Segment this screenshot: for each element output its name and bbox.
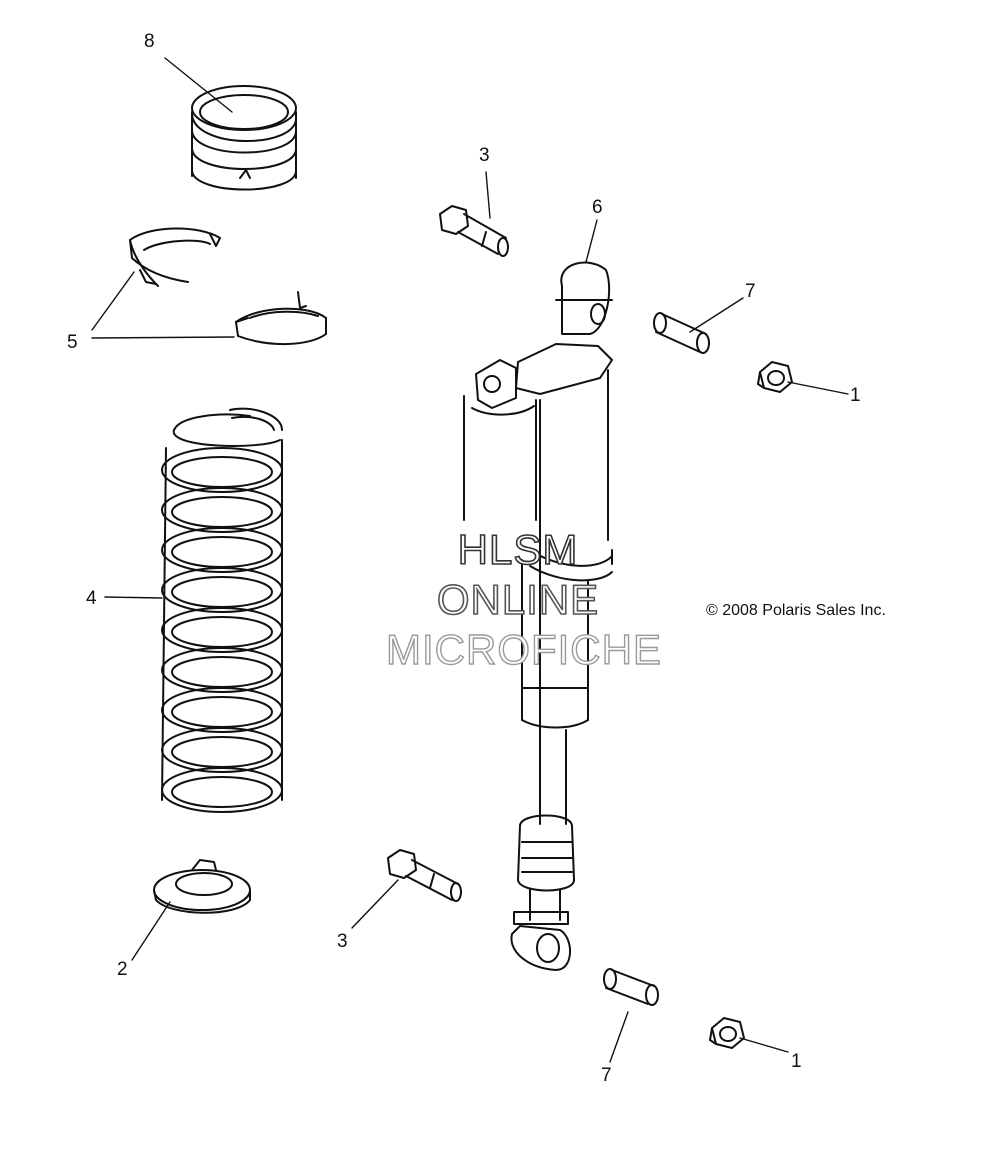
spring-coil-inner — [171, 736, 273, 768]
callout-1-lower: 1 — [791, 1051, 802, 1072]
spring-coil-outer — [161, 767, 283, 813]
spring-coil-outer — [161, 447, 283, 493]
spring-coil-inner — [171, 536, 273, 568]
spring-seat-part-2 — [153, 859, 251, 914]
callout-6: 6 — [592, 197, 603, 218]
callout-5: 5 — [67, 332, 78, 353]
nut-lower-part-1 — [709, 1017, 745, 1049]
spring-coil-outer — [161, 567, 283, 613]
spring-coil-inner — [171, 576, 273, 608]
spring-coil-outer — [161, 727, 283, 773]
spring-coil-outer — [161, 647, 283, 693]
shock-absorber-part-6 — [463, 261, 613, 971]
spring-coil-outer — [161, 607, 283, 653]
callout-2: 2 — [117, 959, 128, 980]
spring-coil-inner — [171, 496, 273, 528]
spring-coil-outer — [161, 687, 283, 733]
callout-3: 3 — [479, 145, 490, 166]
spacer-lower-part-7 — [603, 968, 659, 1006]
spring-coil-inner — [171, 776, 273, 808]
callout-1: 1 — [850, 385, 861, 406]
main-coil-spring-part-4 — [161, 407, 283, 813]
watermark-line-2: ONLINE — [436, 575, 600, 624]
spring-coil-inner — [171, 616, 273, 648]
watermark-line-1: HLSM — [457, 525, 579, 574]
bolt-upper-part-3 — [439, 205, 509, 257]
retainer-half-lower-part-5 — [235, 291, 327, 345]
spring-coil-inner — [171, 656, 273, 688]
small-spring-part-8 — [190, 85, 298, 191]
callout-4: 4 — [86, 588, 97, 609]
leader-lines — [91, 57, 849, 1063]
spacer-upper-part-7 — [653, 312, 710, 354]
callout-8: 8 — [144, 31, 155, 52]
spring-coil-outer — [161, 527, 283, 573]
callout-7-lower: 7 — [601, 1065, 612, 1086]
callout-7: 7 — [745, 281, 756, 302]
copyright-notice: © 2008 Polaris Sales Inc. — [706, 602, 886, 619]
nut-upper-part-1 — [757, 361, 793, 393]
retainer-half-upper-part-5 — [129, 227, 221, 287]
spring-coil-inner — [171, 696, 273, 728]
spring-coil-inner — [171, 456, 273, 488]
bolt-lower-part-3 — [387, 849, 462, 902]
watermark-line-3: MICROFICHE — [385, 625, 662, 673]
callout-3-lower: 3 — [337, 931, 348, 952]
spring-coil-outer — [161, 487, 283, 533]
